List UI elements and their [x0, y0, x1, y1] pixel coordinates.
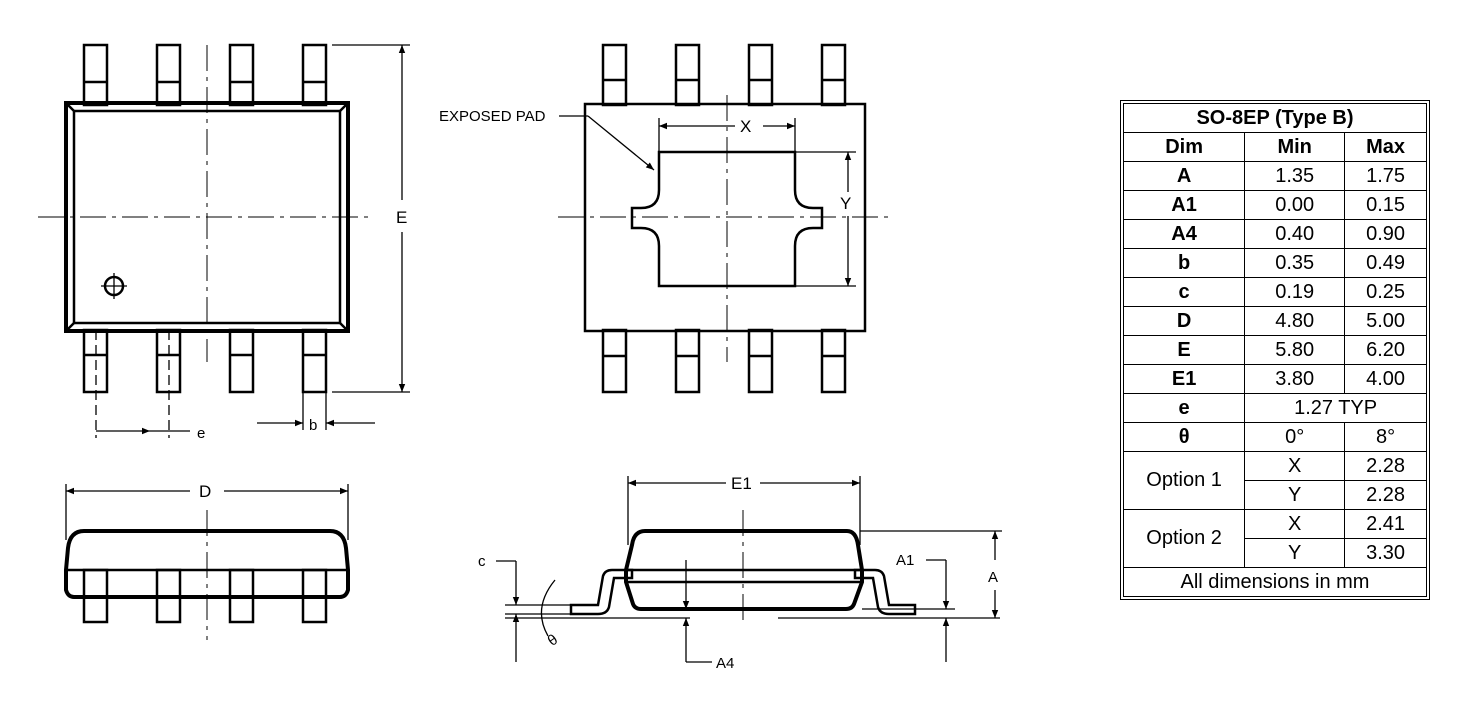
table-row-option1-x: Option 1 X 2.28 — [1122, 451, 1427, 510]
cell-option-axis: X — [1244, 509, 1346, 539]
table-row: b 0.35 0.49 — [1122, 248, 1427, 278]
table-row-e: e 1.27 TYP — [1122, 393, 1427, 423]
option1-label: Option 1 — [1122, 451, 1246, 510]
cell-option-axis: X — [1244, 451, 1346, 481]
pin1-marker — [101, 273, 127, 299]
side-view-e1: E1 A A1 A4 c θ — [478, 474, 1002, 672]
table-row-option2-y: Y 3.30 — [1124, 538, 1427, 568]
label-A4: A4 — [716, 655, 734, 672]
table-footer: All dimensions in mm — [1123, 567, 1427, 597]
gull-wing-lead-left — [569, 568, 634, 616]
cell-min: 4.80 — [1244, 306, 1346, 336]
top-view: e b E — [38, 43, 410, 442]
cell-option-axis: Y — [1244, 480, 1346, 510]
cell-max: 4.00 — [1344, 364, 1427, 394]
cell-dim: E1 — [1122, 364, 1246, 394]
table-row-theta: θ 0° 8° — [1122, 422, 1427, 452]
cell-option-value: 3.30 — [1344, 538, 1427, 568]
cell-max: 8° — [1344, 422, 1427, 452]
side-view-d: D — [64, 482, 350, 640]
header-dim: Dim — [1122, 132, 1246, 162]
cell-min: 3.80 — [1244, 364, 1346, 394]
label-c: c — [478, 553, 486, 570]
cell-dim: D — [1122, 306, 1246, 336]
cell-option-value: 2.28 — [1344, 451, 1427, 481]
cell-max: 0.90 — [1344, 219, 1427, 249]
header-max: Max — [1344, 132, 1427, 162]
cell-min: 0.40 — [1244, 219, 1346, 249]
cell-max: 0.25 — [1344, 277, 1427, 307]
label-E1: E1 — [731, 474, 752, 493]
table-row: c 0.19 0.25 — [1122, 277, 1427, 307]
cell-max: 1.75 — [1344, 161, 1427, 191]
table-title: SO-8EP (Type B) — [1123, 103, 1427, 133]
top-leads — [82, 43, 328, 107]
cell-dim: A — [1122, 161, 1246, 191]
bottom-view-bottom-leads — [601, 328, 847, 394]
table-row: A1 0.00 0.15 — [1122, 190, 1427, 220]
gull-wing-lead-right — [853, 568, 917, 616]
table-row-option1-y: Y 2.28 — [1124, 480, 1427, 510]
dimension-table-frame: SO-8EP (Type B) Dim Min Max A 1.35 1.75 … — [1120, 100, 1430, 600]
bottom-view: X Y EXPOSED PAD — [439, 43, 892, 394]
label-D: D — [199, 482, 211, 501]
label-A: A — [988, 569, 998, 586]
label-exposed-pad: EXPOSED PAD — [439, 108, 546, 125]
cell-max: 5.00 — [1344, 306, 1427, 336]
cell-typ: 1.27 TYP — [1244, 393, 1427, 423]
label-A1: A1 — [896, 552, 914, 569]
cell-option-value: 2.28 — [1344, 480, 1427, 510]
label-e-pitch: e — [197, 425, 205, 442]
cell-dim: c — [1122, 277, 1246, 307]
cell-min: 5.80 — [1244, 335, 1346, 365]
cell-min: 0.19 — [1244, 277, 1346, 307]
cell-dim: A4 — [1122, 219, 1246, 249]
cell-dim: A1 — [1122, 190, 1246, 220]
cell-option-axis: Y — [1244, 538, 1346, 568]
cell-min: 1.35 — [1244, 161, 1346, 191]
package-body-side-d — [64, 529, 350, 599]
label-theta: θ — [545, 631, 562, 650]
cell-dim: b — [1122, 248, 1246, 278]
cell-min: 0.00 — [1244, 190, 1346, 220]
bottom-view-top-leads — [601, 43, 847, 107]
table-row: A4 0.40 0.90 — [1122, 219, 1427, 249]
cell-dim: e — [1122, 393, 1246, 423]
cell-option-value: 2.41 — [1344, 509, 1427, 539]
label-E: E — [396, 208, 407, 227]
cell-max: 6.20 — [1344, 335, 1427, 365]
table-row: E 5.80 6.20 — [1122, 335, 1427, 365]
cell-max: 0.49 — [1344, 248, 1427, 278]
dimension-table: SO-8EP (Type B) Dim Min Max A 1.35 1.75 … — [1122, 103, 1427, 597]
cell-min: 0° — [1244, 422, 1346, 452]
cell-dim: E — [1122, 335, 1246, 365]
table-row: A 1.35 1.75 — [1122, 161, 1427, 191]
label-b: b — [309, 417, 317, 434]
cell-min: 0.35 — [1244, 248, 1346, 278]
option2-label: Option 2 — [1122, 509, 1246, 568]
table-row: E1 3.80 4.00 — [1122, 364, 1427, 394]
theta-arc — [540, 579, 556, 637]
label-Y: Y — [840, 194, 851, 213]
cell-max: 0.15 — [1344, 190, 1427, 220]
table-footer-row: All dimensions in mm — [1123, 567, 1427, 597]
table-row: D 4.80 5.00 — [1122, 306, 1427, 336]
package-body-side-e1 — [624, 529, 864, 611]
header-min: Min — [1244, 132, 1346, 162]
cell-dim: θ — [1122, 422, 1246, 452]
bottom-leads — [82, 328, 328, 394]
table-row-option2-x: Option 2 X 2.41 — [1122, 509, 1427, 568]
label-X: X — [740, 117, 751, 136]
package-drawing: e b E — [38, 43, 1002, 672]
